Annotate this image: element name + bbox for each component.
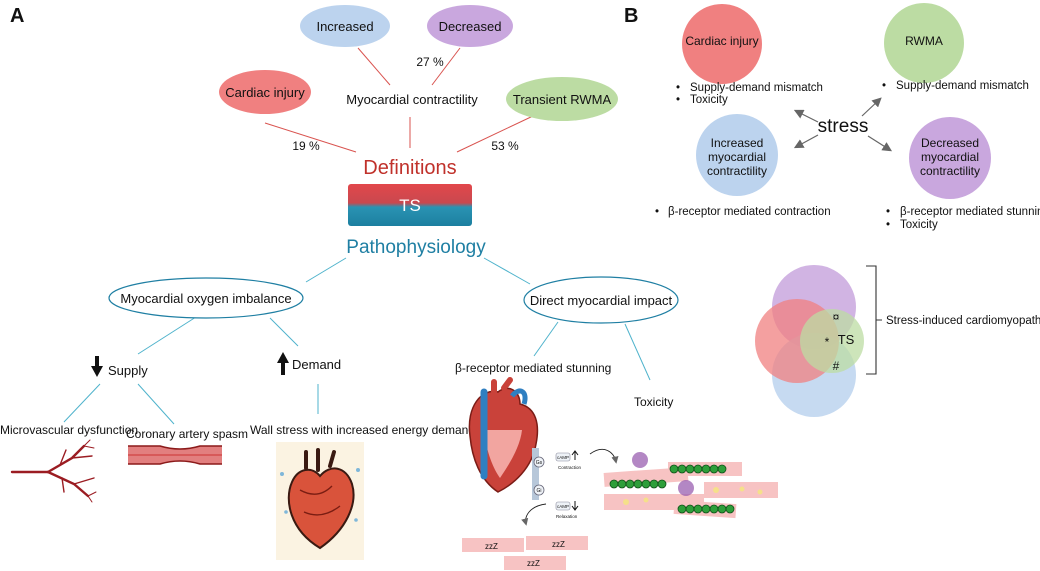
camp-down-label: cAMP bbox=[557, 504, 569, 509]
gi-label: Gi bbox=[537, 488, 542, 494]
stress-arrows bbox=[793, 97, 893, 152]
coronary-spasm-label: Coronary artery spasm bbox=[126, 427, 248, 441]
svg-text:•: • bbox=[882, 80, 886, 92]
b-decreased-l3: contractility bbox=[920, 164, 980, 178]
myocardial-contractility-label: Myocardial contractility bbox=[346, 92, 478, 107]
stressed-heart-icon bbox=[276, 442, 364, 560]
direct-impact-label: Direct myocardial impact bbox=[530, 293, 673, 308]
oxygen-imbalance-ellipse bbox=[108, 277, 304, 319]
svg-text:•: • bbox=[886, 206, 890, 218]
toxicity-label: Toxicity bbox=[634, 395, 673, 409]
transient-rwma-label: Transient RWMA bbox=[513, 92, 612, 107]
venn-currency-symbol: ¤ bbox=[833, 310, 840, 324]
rwma-circle bbox=[884, 3, 964, 83]
camp-up-label: cAMP bbox=[557, 455, 569, 460]
zzz-label-2: zzZ bbox=[552, 540, 565, 549]
venn-ts-label: TS bbox=[838, 332, 855, 347]
panel-b-label: B bbox=[624, 5, 638, 27]
stress-label: stress bbox=[818, 116, 869, 137]
venn-green-circle bbox=[800, 309, 864, 373]
dec-bullet-1: β-receptor mediated stunning bbox=[900, 206, 1040, 218]
pathophysiology-title: Pathophysiology bbox=[346, 237, 486, 258]
transient-rwma-ellipse bbox=[506, 77, 618, 121]
increased-ellipse bbox=[300, 5, 390, 47]
dec-bullet-2: Toxicity bbox=[900, 219, 938, 231]
microvascular-tree-icon bbox=[10, 439, 97, 503]
b-increased-l1: Increased bbox=[711, 136, 764, 150]
down-arrow-icon bbox=[91, 356, 103, 377]
decreased-ellipse bbox=[427, 5, 513, 47]
svg-text:•: • bbox=[676, 82, 680, 94]
b-increased-l2: myocardial bbox=[708, 150, 766, 164]
relaxed-myocyte-strips: zzZ zzZ zzZ bbox=[462, 536, 588, 570]
decreased-contractility-circle bbox=[909, 117, 991, 199]
coronary-spasm-icon bbox=[128, 445, 222, 465]
definitions-title: Definitions bbox=[363, 157, 456, 179]
gs-label: Gs bbox=[536, 460, 543, 466]
venn-hash-symbol: # bbox=[833, 359, 840, 373]
injury-bullet-2: Toxicity bbox=[690, 94, 728, 106]
definition-connectors bbox=[264, 47, 534, 153]
svg-text:•: • bbox=[655, 206, 659, 218]
myocyte-strips bbox=[603, 452, 778, 519]
rwma-bullet-1: Supply-demand mismatch bbox=[896, 80, 1029, 92]
receptor-diagram: Gs Gi cAMP Contraction cAMP Relaxation bbox=[521, 448, 619, 526]
venn-star-symbol: * bbox=[825, 335, 830, 349]
cardiac-injury-ellipse bbox=[219, 70, 311, 114]
venn-bracket bbox=[866, 265, 882, 375]
zzz-label-1: zzZ bbox=[485, 542, 498, 551]
zzz-label-3: zzZ bbox=[527, 559, 540, 568]
cardiac-injury-bullets: • Supply-demand mismatch • Toxicity bbox=[676, 82, 823, 106]
up-arrow-icon bbox=[277, 352, 289, 375]
pathophysiology-connectors bbox=[63, 257, 651, 425]
increased-label: Increased bbox=[316, 19, 373, 34]
microvascular-label: Microvascular dysfunction bbox=[0, 423, 138, 437]
camp-up-arrow-icon bbox=[571, 450, 579, 460]
decreased-label: Decreased bbox=[439, 19, 502, 34]
anatomical-heart-icon bbox=[468, 377, 539, 493]
inc-bullet-1: β-receptor mediated contraction bbox=[668, 206, 831, 218]
svg-text:•: • bbox=[886, 219, 890, 231]
wall-stress-label: Wall stress with increased energy demand bbox=[250, 423, 475, 437]
cardiac-injury-circle bbox=[682, 4, 762, 84]
svg-text:•: • bbox=[676, 94, 680, 106]
rwma-percent: 53 % bbox=[491, 139, 519, 153]
b-decreased-l2: myocardial bbox=[921, 150, 979, 164]
injury-bullet-1: Supply-demand mismatch bbox=[690, 82, 823, 94]
decreased-bullets: • β-receptor mediated stunning • Toxicity bbox=[886, 206, 1040, 231]
decreased-percent: 27 % bbox=[416, 55, 444, 69]
venn-diagram: ¤ * TS # bbox=[755, 265, 864, 417]
b-rwma-label: RWMA bbox=[905, 34, 943, 48]
beta-stunning-label: β-receptor mediated stunning bbox=[455, 361, 611, 375]
direct-impact-ellipse bbox=[523, 276, 679, 324]
relaxation-label: Relaxation bbox=[556, 514, 578, 519]
supply-label: Supply bbox=[108, 363, 148, 378]
contraction-label: Contraction bbox=[558, 465, 582, 470]
b-decreased-l1: Decreased bbox=[921, 136, 979, 150]
cardiac-injury-percent: 19 % bbox=[292, 139, 320, 153]
rwma-bullets: • Supply-demand mismatch bbox=[882, 80, 1029, 92]
camp-down-arrow-icon bbox=[571, 501, 579, 511]
demand-label: Demand bbox=[292, 357, 341, 372]
b-increased-l3: contractility bbox=[707, 164, 767, 178]
panel-a-label: A bbox=[10, 5, 24, 27]
ts-box bbox=[348, 184, 472, 226]
b-cardiac-injury-label: Cardiac injury bbox=[685, 34, 758, 48]
oxygen-imbalance-label: Myocardial oxygen imbalance bbox=[120, 291, 291, 306]
stress-cm-label: Stress-induced cardiomyopathy bbox=[886, 315, 1040, 327]
ts-label: TS bbox=[399, 196, 421, 215]
increased-bullets: • β-receptor mediated contraction bbox=[655, 206, 831, 218]
cardiac-injury-label: Cardiac injury bbox=[225, 85, 305, 100]
increased-contractility-circle bbox=[696, 114, 778, 196]
